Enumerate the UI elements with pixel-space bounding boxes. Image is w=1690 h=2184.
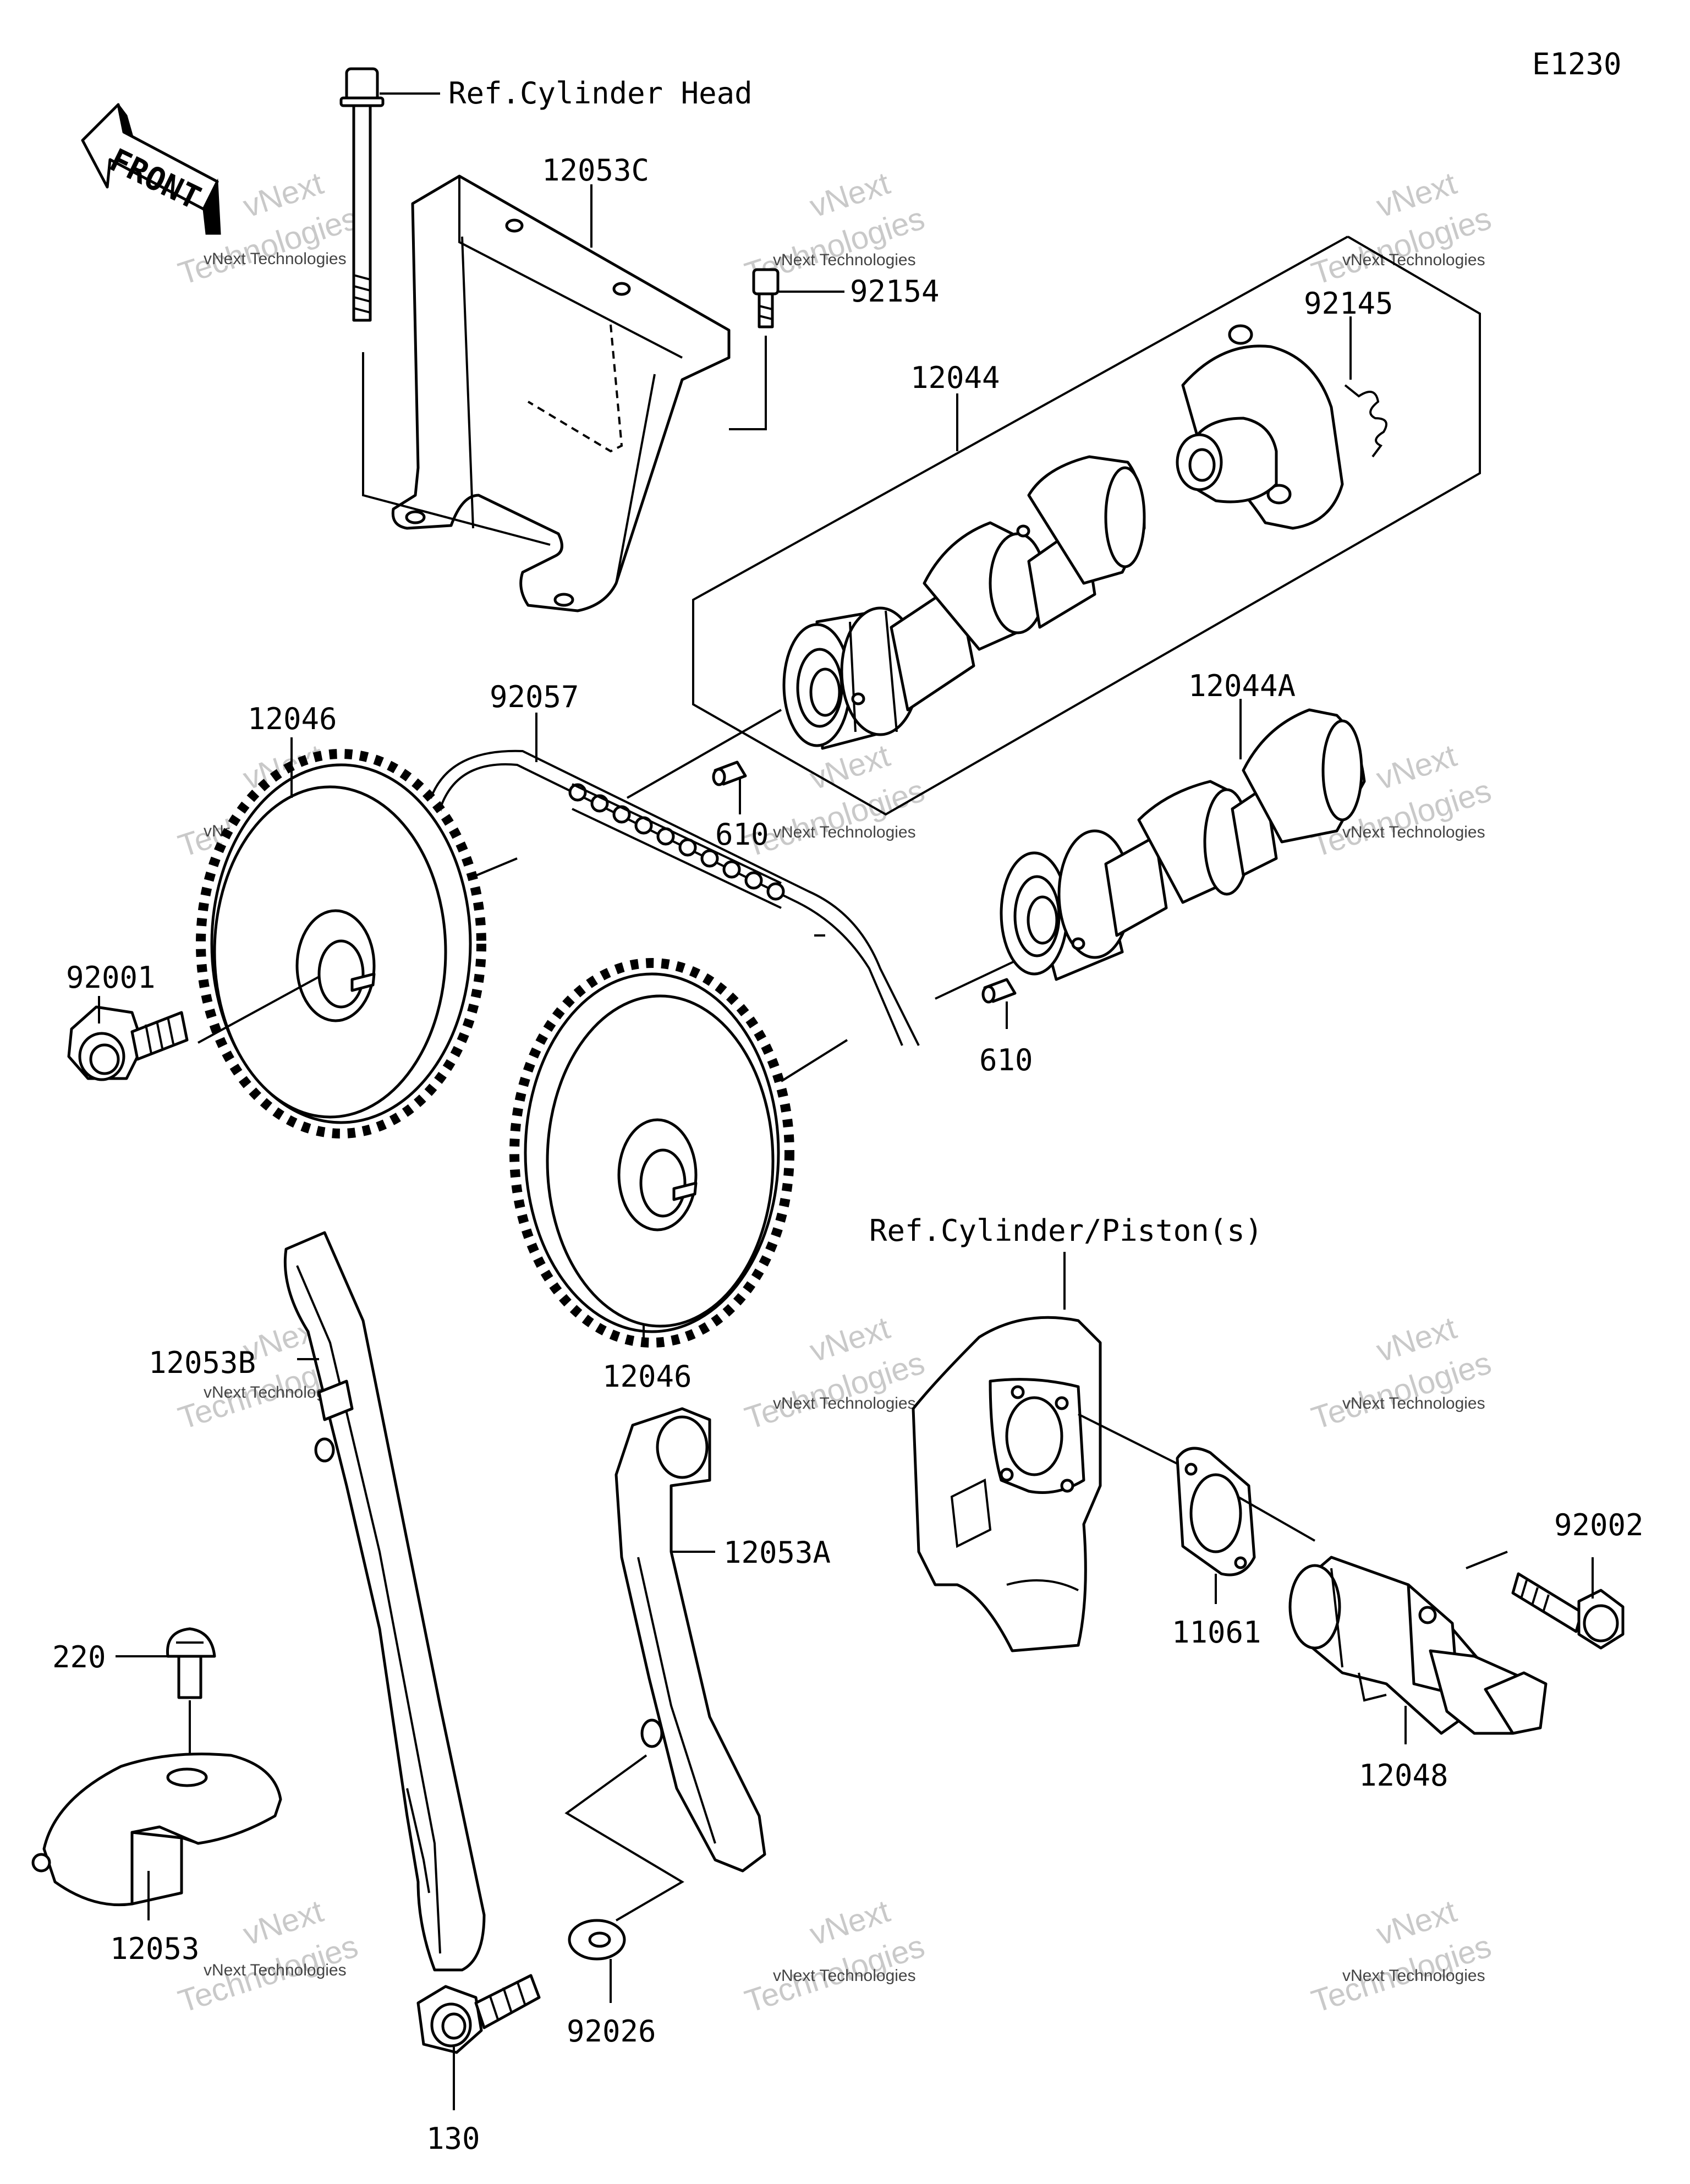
- callout-92145: 92145: [1304, 286, 1393, 321]
- watermark-text: vNext Technologies: [773, 823, 916, 841]
- callout-12046-bottom: 12046: [602, 1359, 692, 1394]
- part-610-dowel-pin: [712, 760, 747, 786]
- part-12044-camshaft: [782, 455, 1146, 750]
- watermark: vNext Technologies: [1307, 165, 1495, 292]
- watermark-text: vNext Technologies: [773, 1967, 916, 1985]
- callout-12044a: 12044A: [1188, 669, 1296, 703]
- watermark-text: vNext Technologies: [1342, 1967, 1485, 1985]
- cylinder-mount-surface: [912, 1316, 1102, 1652]
- callout-92001: 92001: [66, 960, 156, 995]
- callout-12044: 12044: [910, 360, 1000, 395]
- ref-cylinder-piston: Ref.Cylinder/Piston(s): [869, 1213, 1263, 1248]
- callout-92026: 92026: [567, 2014, 656, 2049]
- watermark-text: vNext Technologies: [773, 1394, 916, 1413]
- cylinder-head-bolt: [339, 67, 385, 322]
- part-12046-sprocket-bottom: [509, 958, 794, 1348]
- watermark: vNext Technologies: [740, 1310, 929, 1436]
- callout-610-bottom: 610: [979, 1043, 1033, 1077]
- part-12046-sprocket-top: [196, 749, 486, 1138]
- callout-12053c: 12053C: [542, 153, 649, 188]
- part-decompressor: [1176, 324, 1344, 530]
- part-92001-bolt: [67, 1005, 189, 1081]
- callout-12053: 12053: [110, 1931, 200, 1966]
- diagram-code: E1230: [1532, 47, 1622, 81]
- part-92057-chain: [427, 749, 920, 1046]
- callout-130: 130: [426, 2121, 480, 2156]
- callout-12053a: 12053A: [723, 1535, 831, 1570]
- callout-92002: 92002: [1554, 1508, 1644, 1542]
- watermark-text: vNext Technologies: [773, 251, 916, 269]
- watermark-text: vNext Technologies: [204, 1961, 347, 1979]
- part-92002-bolt: [1511, 1572, 1625, 1650]
- callout-610-top: 610: [715, 817, 769, 852]
- callout-11061: 11061: [1172, 1615, 1261, 1650]
- callout-92154: 92154: [850, 274, 940, 309]
- part-12053c: [391, 174, 731, 612]
- watermark: vNext Technologies: [1307, 1893, 1495, 2019]
- callout-92057: 92057: [490, 680, 579, 714]
- part-12048-tensioner: [1288, 1556, 1548, 1735]
- part-92026-washer: [568, 1919, 626, 1961]
- part-220-screw: [166, 1627, 216, 1699]
- watermark-text: vNext Technologies: [1342, 251, 1485, 269]
- part-92154-bolt: [752, 268, 780, 329]
- watermark-text: vNext Technologies: [1342, 823, 1485, 841]
- watermark-text: vNext Technologies: [204, 250, 347, 268]
- callout-12046-top: 12046: [248, 702, 337, 736]
- callout-12048: 12048: [1359, 1758, 1448, 1793]
- callout-12053b: 12053B: [149, 1345, 256, 1380]
- part-610-dowel-pin: [981, 978, 1017, 1004]
- watermark: vNext Technologies: [740, 1893, 929, 2019]
- chain-links: [568, 783, 785, 909]
- part-12053a-guide: [614, 1407, 766, 1873]
- watermark: vNext Technologies: [1307, 1310, 1495, 1436]
- part-12053-block: [31, 1753, 282, 1907]
- part-92145-spring: [1344, 384, 1387, 458]
- front-arrow-icon: FRONT: [81, 103, 221, 235]
- part-12053b-guide: [283, 1231, 486, 1972]
- part-11061-gasket: [1176, 1447, 1256, 1577]
- ref-cylinder-head: Ref.Cylinder Head: [448, 76, 753, 111]
- part-12044a-camshaft: [1000, 708, 1366, 981]
- part-130-bolt: [416, 1974, 541, 2054]
- watermark-text: vNext Technologies: [1342, 1394, 1485, 1413]
- assembly-box-12044: [692, 236, 1481, 816]
- callout-220: 220: [52, 1640, 106, 1674]
